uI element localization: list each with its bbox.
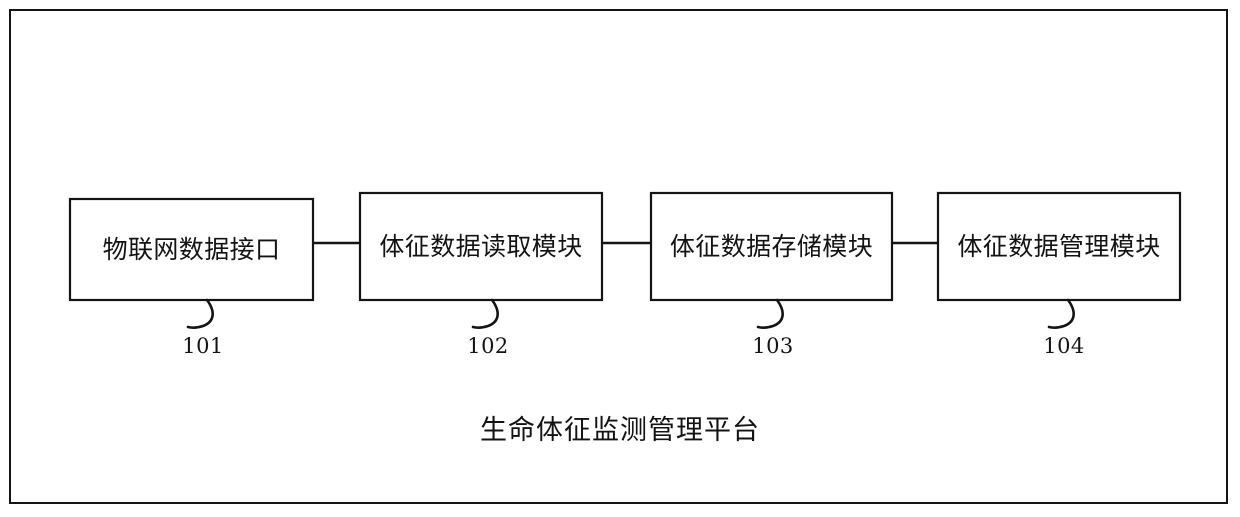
ref-number-102: 102 xyxy=(467,334,509,358)
leader-hook-104 xyxy=(1047,298,1075,329)
figure-caption: 生命体征监测管理平台 xyxy=(480,415,760,446)
leader-hook-103 xyxy=(756,298,784,329)
node-box-102[interactable] xyxy=(358,191,604,302)
ref-number-104: 104 xyxy=(1043,334,1085,358)
node-label-103: 体征数据存储模块 xyxy=(669,231,874,261)
node-box-104[interactable] xyxy=(936,191,1182,302)
ref-number-103: 103 xyxy=(752,334,794,358)
leader-hook-102 xyxy=(471,298,499,329)
ref-number-101: 101 xyxy=(182,334,224,358)
node-label-102: 体征数据读取模块 xyxy=(379,231,583,261)
node-box-101[interactable] xyxy=(68,197,315,302)
node-box-103[interactable] xyxy=(649,191,894,302)
leader-hook-101 xyxy=(186,298,214,329)
node-label-104: 体征数据管理模块 xyxy=(957,231,1161,261)
node-label-101: 物联网数据接口 xyxy=(102,234,281,264)
